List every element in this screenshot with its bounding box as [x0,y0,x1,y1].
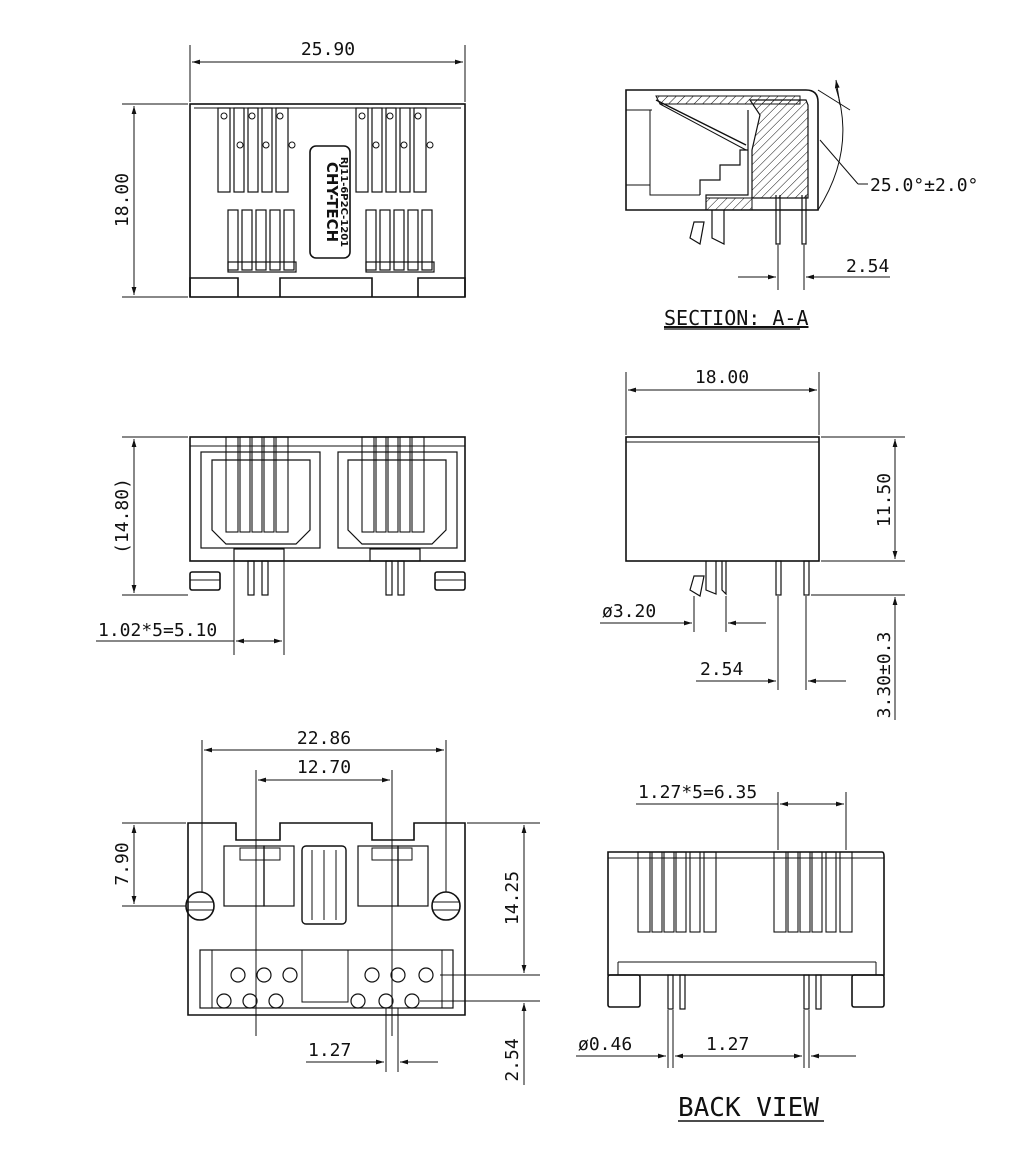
dim-bottom-inner: 12.70 [297,757,351,778]
bottom-view [185,822,466,1016]
bottom-dims [122,740,540,1085]
dim-bottom-right: 14.25 [502,871,523,925]
section-title: SECTION: A-A [664,306,809,330]
dim-section-angle: 25.0°±2.0° [870,175,978,196]
back-dims [576,792,856,1068]
dim-top-height: 18.00 [112,173,133,227]
back-view [607,851,885,1010]
dim-back-pitch: 1.27 [706,1034,749,1055]
back-body-outline [607,851,885,976]
bottom-center-latch [301,845,347,925]
dim-side-height: 11.50 [874,473,895,527]
bottom-pin-holes [216,967,434,1009]
dim-side-pin-len: 3.30±0.3 [874,632,895,719]
top-marking: CHY-TECH RJ11-6P2C-1201 [323,157,349,247]
top-contacts-right [355,107,435,273]
dim-top-width: 25.90 [301,39,355,60]
top-contacts-left [217,107,297,273]
dim-back-pin-dia: ø0.46 [578,1034,632,1055]
front-view [189,436,466,596]
bottom-body-outline [187,822,466,1016]
dim-front-pin-span: 1.02*5=5.10 [98,620,217,641]
top-marking-box [309,145,351,259]
back-view-title: BACK VIEW [678,1093,819,1123]
dim-bottom-row-gap: 2.54 [502,1038,523,1081]
side-view [625,436,820,597]
dim-bottom-left: 7.90 [112,842,133,885]
section-hatch-shell [748,99,809,199]
side-dims [600,372,905,720]
marking-part: RJ11-6P2C-1201 [338,157,349,247]
front-body-outline [189,436,466,562]
dim-back-pin-span: 1.27*5=6.35 [638,782,757,803]
section-dims [738,245,890,290]
dim-front-height: (14.80) [112,478,133,554]
dim-side-width: 18.00 [695,367,749,388]
marking-brand: CHY-TECH [323,162,341,242]
dim-section-pitch: 2.54 [846,256,889,277]
dim-bottom-outer: 22.86 [297,728,351,749]
dim-side-peg-dia: ø3.20 [602,601,656,622]
dim-bottom-pitch: 1.27 [308,1040,351,1061]
top-body-outline [189,103,466,298]
side-body-outline [625,436,820,562]
section-view [625,79,868,245]
front-dims [96,436,285,655]
dim-side-pitch: 2.54 [700,659,743,680]
top-dims [122,45,466,298]
section-outline [625,89,819,211]
top-view [189,103,466,298]
